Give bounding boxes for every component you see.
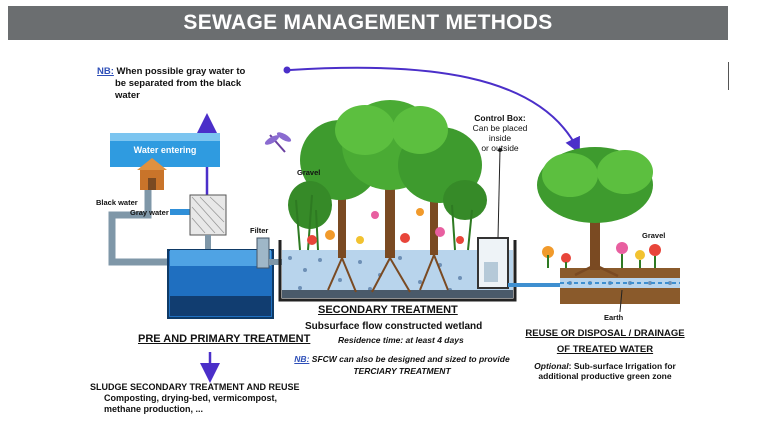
gravel-left-label: Gravel [297,168,321,177]
control-box-line2: inside [488,133,512,143]
black-water-pipe [108,190,170,266]
nb-line2: be separated from the black [115,78,242,89]
wetland-basin [278,240,517,302]
optional-text2: additional productive green zone [538,371,672,381]
residence-time: Residence time: at least 4 days [338,335,464,345]
wetland-trees [288,100,487,293]
nb-arrow-start-dot [283,66,291,74]
sludge-line1: Composting, drying-bed, vermicompost, [104,393,278,403]
gravel-right-label: Gravel [642,231,666,240]
optional-tag: Optional [534,361,569,371]
control-box-line1: Can be placed [472,123,528,133]
earth-label: Earth [604,313,624,322]
secondary-nb-note: NB: SFCW can also be designed and sized … [287,353,517,377]
filter [256,237,270,269]
nb-line3: water [115,90,140,101]
optional-text: : Sub-surface Irrigation for [568,361,676,371]
secondary-subtitle: Subsurface flow constructed wetland [305,321,483,332]
control-box-title: Control Box: [474,113,526,123]
filter-label: Filter [250,226,269,235]
secondary-nb-text: SFCW can also be designed and sized to p… [311,354,510,364]
nb-line1: When possible gray water to [116,66,246,77]
sludge-heading: SLUDGE SECONDARY TREATMENT AND REUSE [90,382,300,392]
control-box-line3: or outside [481,143,519,153]
sludge-section: SLUDGE SECONDARY TREATMENT AND REUSE Com… [90,382,338,415]
black-water-label: Black water [96,198,138,207]
secondary-nb-text2: TERCIARY TREATMENT [353,366,451,376]
nb-tag: NB: [97,66,114,77]
primary-treatment-heading: PRE AND PRIMARY TREATMENT [138,333,311,345]
secondary-nb-tag: NB: [294,354,310,364]
nb-top-note: NB: When possible gray water to be separ… [97,66,287,102]
control-box-label: Control Box: Can be placed inside or out… [455,113,545,153]
reuse-section: REUSE OR DISPOSAL / DRAINAGE OF TREATED … [520,328,690,381]
reuse-heading2: OF TREATED WATER [556,344,654,355]
page-title: SEWAGE MANAGEMENT METHODS [183,11,553,34]
sludge-line2: methane production, ... [104,404,204,414]
gray-water-label: Gray water [130,208,169,217]
right-tree [537,147,661,278]
secondary-treatment-heading: SECONDARY TREATMENT [318,304,458,316]
reuse-heading1: REUSE OR DISPOSAL / DRAINAGE [525,328,685,339]
dragonfly-icon [264,132,292,153]
edge-divider [728,62,729,90]
nb-curved-arrow [289,66,580,154]
reuse-optional: Optional: Sub-surface Irrigation for add… [520,361,690,381]
water-entering-label: Water entering [133,145,197,155]
title-bar [8,6,728,40]
